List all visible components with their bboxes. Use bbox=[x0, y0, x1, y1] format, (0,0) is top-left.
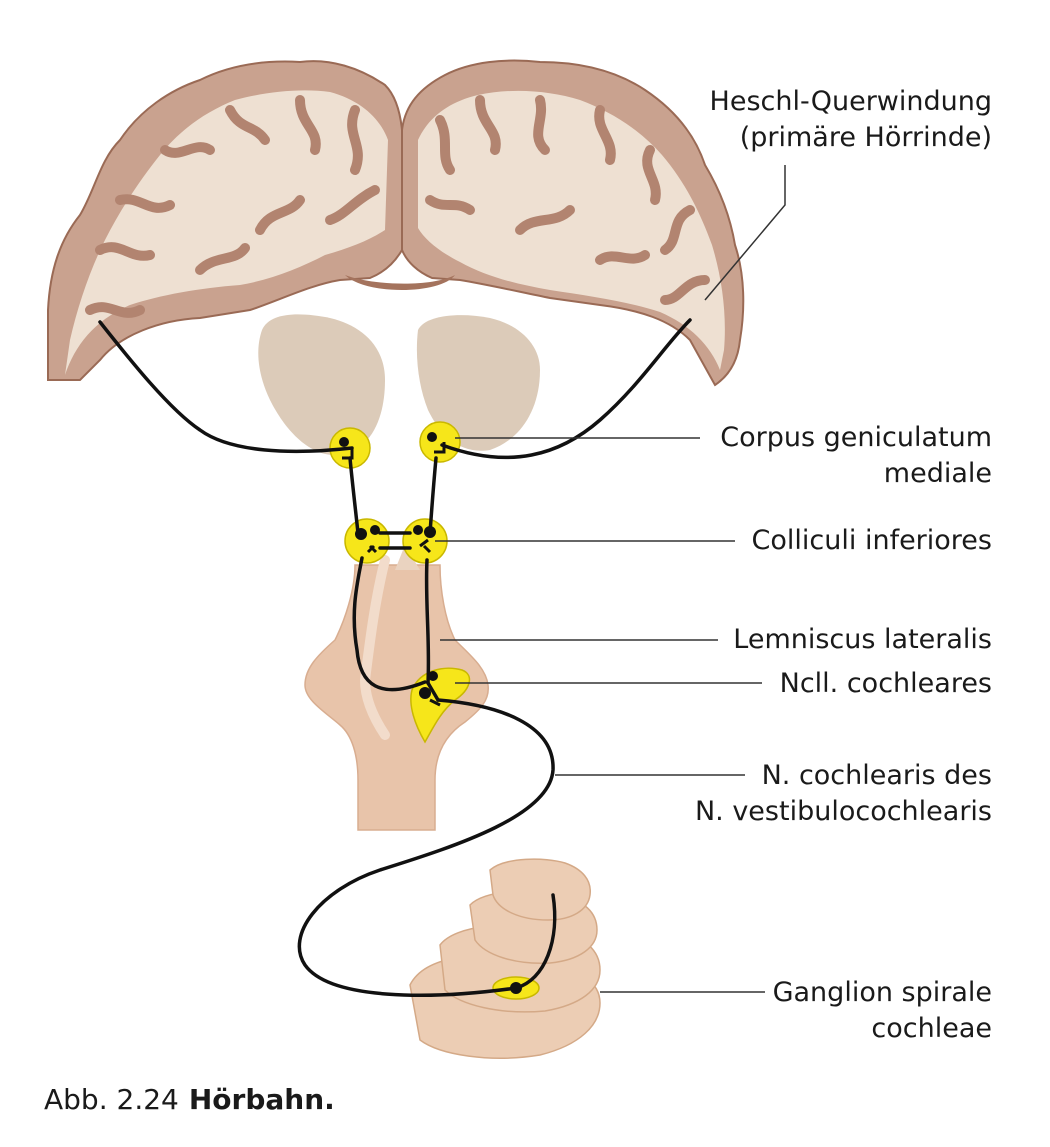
brainstem bbox=[304, 545, 489, 831]
label-ncll-text: Ncll. cochleares bbox=[779, 668, 992, 699]
figure-caption: Abb. 2.24 Hörbahn. bbox=[44, 1082, 335, 1118]
caption-number: Abb. 2.24 bbox=[44, 1083, 179, 1116]
label-n-cochlearis: N. cochlearis des N. vestibulocochlearis bbox=[695, 758, 992, 830]
label-cgm-line1: Corpus geniculatum bbox=[720, 422, 992, 453]
caption-title: Hörbahn. bbox=[188, 1083, 335, 1116]
label-corpus-geniculatum: Corpus geniculatum mediale bbox=[720, 420, 992, 492]
label-ganglion-line2: cochleae bbox=[871, 1013, 992, 1044]
synapse-marks bbox=[342, 442, 446, 707]
auditory-pathway-diagram bbox=[47, 59, 786, 1059]
label-colliculi-text: Colliculi inferiores bbox=[751, 525, 992, 556]
label-ganglion-line1: Ganglion spirale bbox=[772, 977, 992, 1008]
synapse-dots bbox=[339, 432, 522, 994]
corpus-callosum bbox=[345, 275, 455, 290]
left-white-matter bbox=[65, 90, 388, 375]
label-cgm-line2: mediale bbox=[883, 458, 992, 489]
label-ganglion: Ganglion spirale cochleae bbox=[773, 975, 992, 1047]
cerebrum bbox=[47, 59, 745, 387]
cgm-right-nucleus bbox=[419, 421, 461, 463]
label-heschl-line2: (primäre Hörrinde) bbox=[739, 122, 992, 153]
thalamus bbox=[258, 314, 540, 456]
sulci bbox=[85, 95, 710, 318]
cochlear-nuclei bbox=[410, 667, 471, 744]
label-ncochlearis-line2: N. vestibulocochlearis bbox=[694, 796, 992, 827]
label-heschl: Heschl-Querwindung (primäre Hörrinde) bbox=[710, 84, 992, 156]
label-heschl-line1: Heschl-Querwindung bbox=[709, 86, 992, 117]
colliculus-left-nucleus bbox=[344, 518, 390, 564]
auditory-pathway bbox=[98, 318, 692, 997]
label-ncochlearis-line1: N. cochlearis des bbox=[761, 760, 992, 791]
label-lemniscus: Lemniscus lateralis bbox=[733, 622, 992, 658]
leader-lines bbox=[435, 165, 786, 993]
label-lemniscus-text: Lemniscus lateralis bbox=[733, 624, 992, 655]
label-colliculi: Colliculi inferiores bbox=[752, 523, 992, 559]
cochlea bbox=[409, 858, 601, 1059]
label-ncll: Ncll. cochleares bbox=[780, 666, 992, 702]
